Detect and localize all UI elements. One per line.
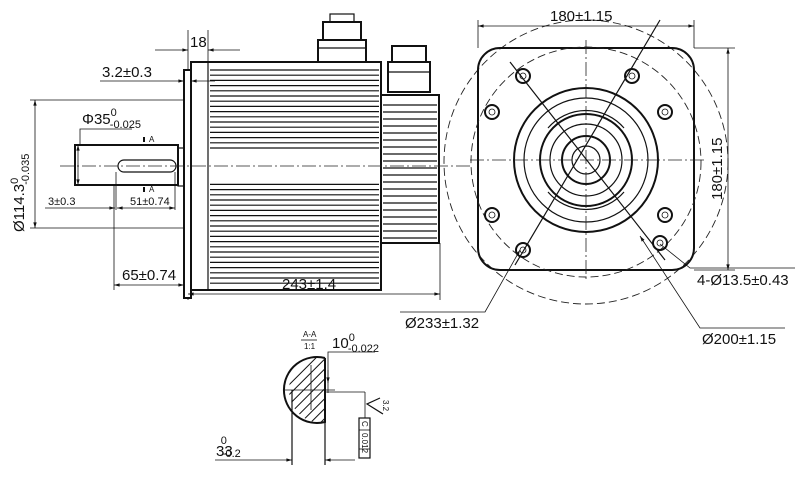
power-connector [317,13,367,63]
shaft [74,144,179,186]
tolerance-value: 0.012 [360,433,369,454]
mounting-hole [515,68,531,84]
mounting-hole [515,242,531,258]
dim-shaft-diameter: Φ350-0.025 [82,107,141,131]
mounting-hole [657,104,673,120]
flange-plate [183,69,192,299]
section-mark-bottom: A [149,185,155,194]
shaft-section [282,356,326,424]
section-scale: 1:1 [304,342,316,351]
mounting-hole [624,68,640,84]
mounting-hole [484,207,500,223]
tolerance-frame [358,417,371,459]
dim-flange-height: 180±1.15 [709,138,726,200]
dim-body-length: 243±1.4 [282,276,336,293]
rear-fins [383,104,437,239]
dim-key-height: 330-0.2 [216,435,241,460]
dim-flange-step: 3.2±0.3 [102,64,152,81]
dim-bolt-circle: Ø200±1.15 [702,331,776,348]
section-title: A-A [303,330,317,339]
dim-key-length: 51±0.74 [130,196,170,208]
mounting-holes [484,68,673,258]
dim-spigot-diameter: Ø114.30-0.035 [9,154,32,232]
mounting-hole [657,207,673,223]
encoder-connector [387,45,431,93]
front-view: 180±1.15 180±1.15 4-Ø13.5±0.43 Ø233±1.32… [400,8,795,348]
roughness-value: 3.2 [381,400,390,412]
side-view: A A 18 3.2±0.3 Ø114.30-0.035 Φ350-0.025 … [9,13,470,300]
dim-shaft-length: 65±0.74 [122,267,176,284]
dim-outer-circle: Ø233±1.32 [405,315,479,332]
dim-key-offset: 3±0.3 [48,196,75,208]
dim-flange-width: 180±1.15 [550,8,612,25]
dim-mounting-holes: 4-Ø13.5±0.43 [697,272,789,289]
section-mark-top: A [149,135,155,144]
roughness-symbol [365,397,384,415]
mounting-hole [652,235,668,251]
tolerance-datum: C [360,421,369,427]
dim-flange-thickness: 18 [190,34,207,51]
cooling-fins [210,69,379,284]
section-view: A-A 1:1 330-0.2 100-0.022 3.2 0.012 C [215,330,390,465]
dim-key-width: 100-0.022 [332,332,379,355]
mounting-hole [484,104,500,120]
encoder-cover [380,94,440,244]
